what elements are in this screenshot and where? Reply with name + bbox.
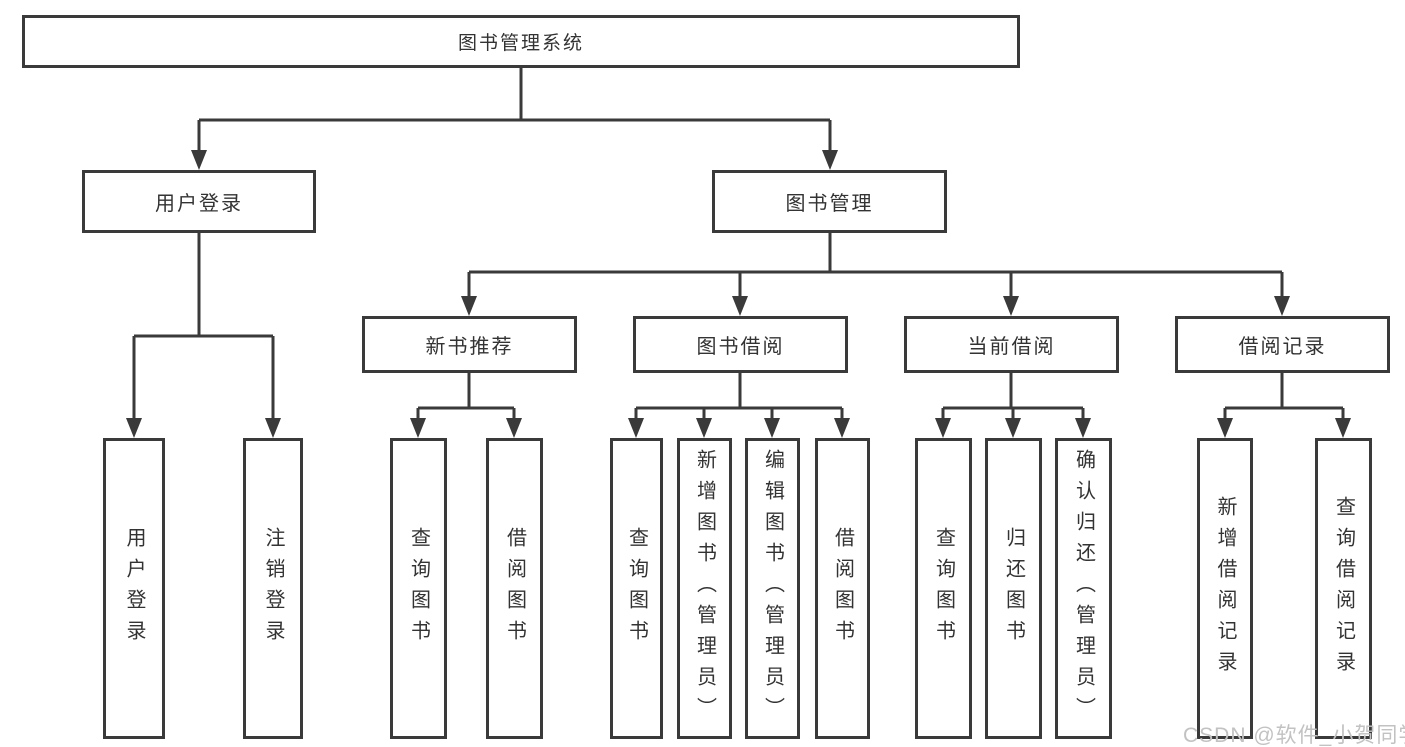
- node-user-login-leaf: 用户登录: [103, 438, 165, 739]
- node-logout-leaf: 注销登录: [243, 438, 303, 739]
- node-query-borrow-record: 查询借阅记录: [1315, 438, 1372, 739]
- node-user-login-branch-label: 用户登录: [155, 193, 243, 215]
- node-borrow-books-borrow: 借阅图书: [815, 438, 870, 739]
- node-book-borrow: 图书借阅: [633, 316, 848, 373]
- node-edit-books-admin: 编辑图书（管理员）: [745, 438, 800, 739]
- node-borrow-books-recommend: 借阅图书: [486, 438, 543, 739]
- node-library-system: 图书管理系统: [22, 15, 1020, 68]
- node-current-borrow: 当前借阅: [904, 316, 1119, 373]
- node-borrow-books-borrow-label: 借阅图书: [831, 526, 854, 651]
- node-new-book-recommend: 新书推荐: [362, 316, 577, 373]
- node-add-books-admin: 新增图书（管理员）: [677, 438, 732, 739]
- node-book-borrow-label: 图书借阅: [696, 336, 785, 358]
- node-book-management-branch-label: 图书管理: [785, 193, 874, 215]
- node-borrow-records: 借阅记录: [1175, 316, 1390, 373]
- node-current-borrow-label: 当前借阅: [967, 336, 1056, 358]
- node-add-borrow-record: 新增借阅记录: [1197, 438, 1253, 739]
- node-confirm-return-admin-label: 确认归还（管理员）: [1072, 449, 1095, 728]
- node-query-books-recommend: 查询图书: [390, 438, 447, 739]
- node-query-borrow-record-label: 查询借阅记录: [1332, 495, 1355, 682]
- node-new-book-recommend-label: 新书推荐: [425, 336, 514, 358]
- node-query-books-current-label: 查询图书: [932, 526, 955, 651]
- node-confirm-return-admin: 确认归还（管理员）: [1055, 438, 1112, 739]
- node-query-books-borrow-label: 查询图书: [625, 526, 648, 651]
- arrowheads: [126, 150, 1351, 438]
- node-return-books: 归还图书: [985, 438, 1042, 739]
- node-return-books-label: 归还图书: [1002, 526, 1025, 651]
- node-user-login-leaf-label: 用户登录: [123, 526, 145, 651]
- node-library-system-label: 图书管理系统: [457, 33, 584, 54]
- node-query-books-current: 查询图书: [915, 438, 972, 739]
- node-edit-books-admin-label: 编辑图书（管理员）: [761, 449, 784, 728]
- node-logout-leaf-label: 注销登录: [262, 526, 284, 651]
- node-query-books-borrow: 查询图书: [610, 438, 663, 739]
- node-add-borrow-record-label: 新增借阅记录: [1214, 495, 1236, 682]
- node-book-management-branch: 图书管理: [712, 170, 947, 233]
- node-borrow-books-recommend-label: 借阅图书: [503, 526, 526, 651]
- csdn-watermark: CSDN @软件_小贺同学: [1183, 724, 1405, 747]
- node-user-login-branch: 用户登录: [82, 170, 316, 233]
- node-borrow-records-label: 借阅记录: [1238, 336, 1327, 358]
- node-add-books-admin-label: 新增图书（管理员）: [693, 449, 716, 728]
- node-query-books-recommend-label: 查询图书: [407, 526, 430, 651]
